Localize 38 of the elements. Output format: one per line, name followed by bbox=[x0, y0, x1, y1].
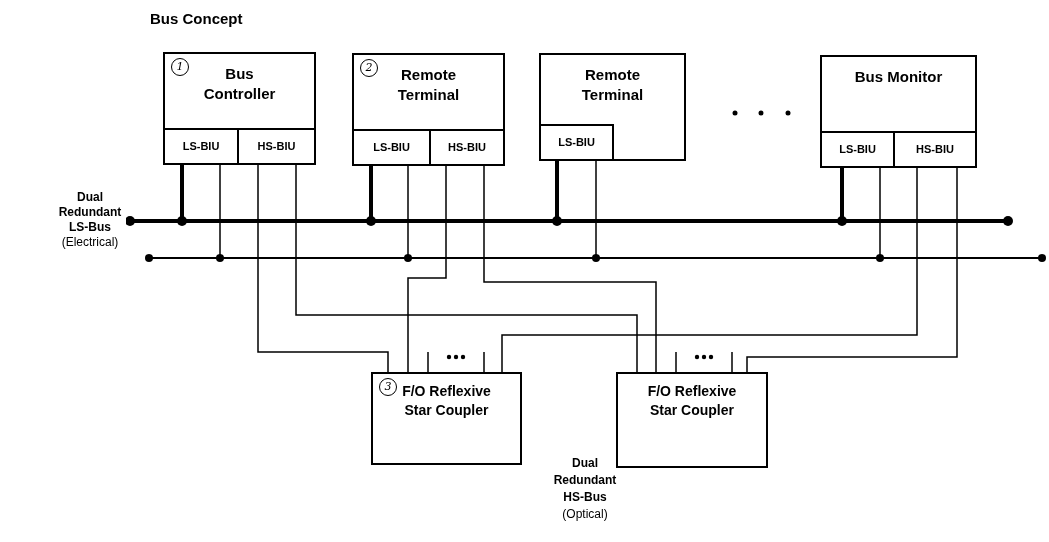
node-label: HS-BIU bbox=[915, 142, 955, 158]
connector-line bbox=[257, 164, 389, 373]
bus-label: (Optical) bbox=[562, 506, 608, 523]
bus-label: (Electrical) bbox=[61, 235, 119, 250]
coupler-box bbox=[371, 372, 522, 465]
node-label: Remote Terminal bbox=[396, 65, 461, 105]
node-label: LS-BIU bbox=[557, 135, 596, 151]
node-label: LS-BIU bbox=[181, 139, 221, 155]
connector-line bbox=[552, 161, 562, 226]
terminal-box bbox=[820, 55, 977, 168]
terminal-box bbox=[352, 53, 505, 166]
connector-line bbox=[837, 168, 847, 226]
connector-line bbox=[404, 165, 412, 262]
bus-label: Dual Redundant HS-Bus bbox=[552, 455, 618, 506]
node-label: Remote Terminal bbox=[580, 65, 645, 105]
terminal-box bbox=[539, 53, 686, 161]
node-label: F/O Reflexive Star Coupler bbox=[401, 382, 492, 420]
connector-line bbox=[216, 164, 224, 262]
connector-line bbox=[366, 166, 376, 226]
interface-unit-box bbox=[539, 124, 614, 161]
connector-line bbox=[295, 164, 638, 373]
connector-line bbox=[177, 165, 187, 226]
node-label: HS-BIU bbox=[447, 140, 487, 156]
connector-line bbox=[592, 160, 600, 262]
connector-line bbox=[407, 165, 447, 373]
node-label: HS-BIU bbox=[256, 139, 297, 155]
node-label: Bus Controller bbox=[202, 64, 277, 104]
terminal-box bbox=[163, 52, 316, 165]
node-label: LS-BIU bbox=[372, 140, 411, 156]
node-label: F/O Reflexive Star Coupler bbox=[646, 382, 738, 420]
connector-line bbox=[501, 167, 918, 373]
connector-line bbox=[483, 165, 657, 373]
diagram-title: Bus Concept bbox=[150, 9, 243, 29]
connector-line bbox=[746, 167, 958, 373]
node-label: LS-BIU bbox=[838, 142, 877, 158]
connector-line bbox=[876, 167, 884, 262]
coupler-box bbox=[616, 372, 768, 468]
node-label: Bus Monitor bbox=[853, 67, 944, 87]
